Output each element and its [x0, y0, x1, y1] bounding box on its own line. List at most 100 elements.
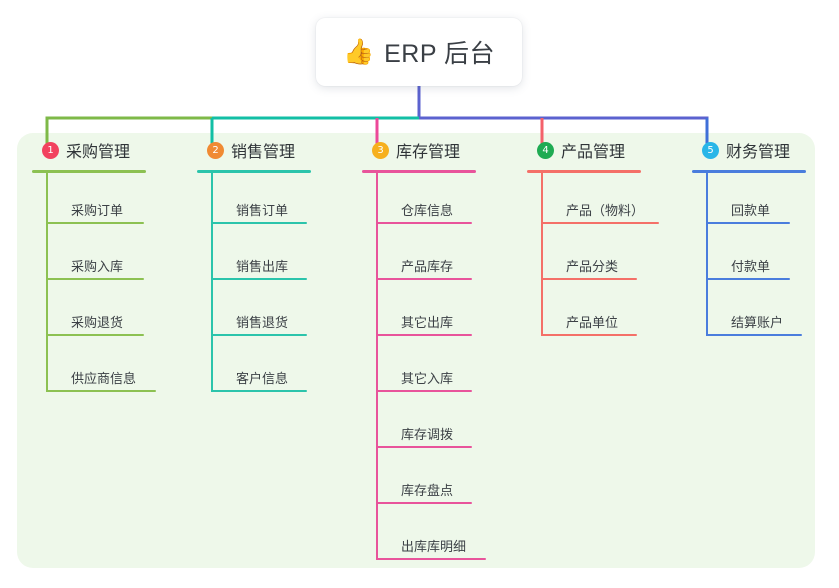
- branch-items-1: 采购订单采购入库采购退货供应商信息: [32, 173, 156, 397]
- branch-item-underline: [376, 222, 472, 224]
- branch-item-label: 客户信息: [236, 371, 289, 386]
- branch-column-3: 3 库存管理仓库信息产品库存其它出库其它入库库存调拨库存盘点出库库明细: [362, 133, 486, 565]
- branch-item-underline: [211, 390, 307, 392]
- branch-item-label: 仓库信息: [401, 203, 454, 218]
- branch-title-5: 财务管理: [726, 144, 791, 161]
- branch-item[interactable]: 其它出库: [376, 285, 476, 341]
- branch-item[interactable]: 库存盘点: [376, 453, 476, 509]
- branch-item[interactable]: 其它入库: [376, 341, 476, 397]
- branch-item-underline: [46, 390, 156, 392]
- branch-item-label: 销售出库: [236, 259, 289, 274]
- branch-item-label: 产品单位: [566, 315, 619, 330]
- branch-underline-1: [32, 170, 146, 173]
- branch-item[interactable]: 付款单: [706, 229, 806, 285]
- branch-underline-5: [692, 170, 806, 173]
- branch-item-underline: [706, 334, 802, 336]
- branch-item-label: 采购退货: [71, 315, 124, 330]
- branch-column-1: 1 采购管理采购订单采购入库采购退货供应商信息: [32, 133, 156, 397]
- branch-item-underline: [376, 390, 472, 392]
- branch-trunk-4: [541, 173, 543, 336]
- branch-item-label: 采购订单: [71, 203, 124, 218]
- branch-underline-4: [527, 170, 641, 173]
- branch-item-label: 结算账户: [731, 315, 784, 330]
- root-node[interactable]: 👍 ERP 后台: [316, 18, 522, 86]
- branch-item-underline: [46, 278, 144, 280]
- branch-trunk-5: [706, 173, 708, 336]
- branch-item-label: 库存盘点: [401, 483, 454, 498]
- branch-title-2: 销售管理: [231, 144, 296, 161]
- branch-item-underline: [376, 278, 472, 280]
- branch-badge-3: 3: [372, 141, 389, 159]
- branch-item-label: 产品（物料）: [566, 203, 645, 218]
- branch-item[interactable]: 采购入库: [46, 229, 146, 285]
- branch-item[interactable]: 产品分类: [541, 229, 641, 285]
- branch-item[interactable]: 结算账户: [706, 285, 806, 341]
- branch-underline-3: [362, 170, 476, 173]
- branch-item-underline: [376, 334, 472, 336]
- branch-title-4: 产品管理: [561, 144, 626, 161]
- branch-item-label: 付款单: [731, 259, 771, 274]
- branch-header-5[interactable]: 5 财务管理: [692, 133, 806, 167]
- branch-header-1[interactable]: 1 采购管理: [32, 133, 146, 167]
- branch-item-underline: [706, 222, 790, 224]
- branch-item-label: 销售订单: [236, 203, 289, 218]
- branch-item[interactable]: 客户信息: [211, 341, 311, 397]
- branch-header-3[interactable]: 3 库存管理: [362, 133, 476, 167]
- branch-item-label: 销售退货: [236, 315, 289, 330]
- branch-item-underline: [541, 278, 637, 280]
- branch-item[interactable]: 产品（物料）: [541, 173, 659, 229]
- branch-underline-2: [197, 170, 311, 173]
- branch-item-underline: [376, 558, 486, 560]
- branch-item[interactable]: 销售订单: [211, 173, 311, 229]
- thumbs-up-icon: 👍: [342, 37, 375, 66]
- branch-item[interactable]: 出库库明细: [376, 509, 486, 565]
- background-panel: [17, 133, 815, 568]
- branch-item-underline: [376, 446, 472, 448]
- branch-item-label: 其它出库: [401, 315, 454, 330]
- branch-item-underline: [541, 334, 637, 336]
- branch-item-label: 供应商信息: [71, 371, 137, 386]
- branch-columns: 1 采购管理采购订单采购入库采购退货供应商信息 2 销售管理销售订单销售出库销售退货客…: [0, 133, 839, 568]
- branch-badge-2: 2: [207, 141, 224, 159]
- branch-column-4: 4 产品管理产品（物料） 产品分类产品单位: [527, 133, 659, 341]
- branch-item[interactable]: 采购退货: [46, 285, 146, 341]
- branch-item-label: 产品库存: [401, 259, 454, 274]
- branch-item[interactable]: 仓库信息: [376, 173, 476, 229]
- branch-item-label: 回款单: [731, 203, 771, 218]
- branch-items-3: 仓库信息产品库存其它出库其它入库库存调拨库存盘点出库库明细: [362, 173, 486, 565]
- branch-item[interactable]: 供应商信息: [46, 341, 156, 397]
- branch-item-label: 出库库明细: [401, 539, 467, 554]
- branch-item[interactable]: 产品库存: [376, 229, 476, 285]
- branch-header-2[interactable]: 2 销售管理: [197, 133, 311, 167]
- branch-title-3: 库存管理: [396, 144, 461, 161]
- branch-badge-4: 4: [537, 141, 554, 159]
- branch-badge-1: 1: [42, 141, 59, 159]
- branch-trunk-2: [211, 173, 213, 392]
- branch-item-label: 库存调拨: [401, 427, 454, 442]
- branch-item-label: 产品分类: [566, 259, 619, 274]
- branch-item[interactable]: 库存调拨: [376, 397, 476, 453]
- branch-item[interactable]: 产品单位: [541, 285, 641, 341]
- branch-item[interactable]: 销售出库: [211, 229, 311, 285]
- branch-trunk-1: [46, 173, 48, 392]
- branch-items-2: 销售订单销售出库销售退货客户信息: [197, 173, 311, 397]
- branch-item[interactable]: 销售退货: [211, 285, 311, 341]
- branch-item-underline: [46, 222, 144, 224]
- root-title: ERP 后台: [384, 40, 496, 68]
- branch-item-underline: [376, 502, 472, 504]
- branch-item-label: 采购入库: [71, 259, 124, 274]
- branch-header-4[interactable]: 4 产品管理: [527, 133, 641, 167]
- branch-title-1: 采购管理: [66, 144, 131, 161]
- branch-item-underline: [706, 278, 790, 280]
- branch-item-underline: [541, 222, 659, 224]
- branch-badge-5: 5: [702, 141, 719, 159]
- branch-column-2: 2 销售管理销售订单销售出库销售退货客户信息: [197, 133, 311, 397]
- branch-item[interactable]: 采购订单: [46, 173, 146, 229]
- branch-items-4: 产品（物料） 产品分类产品单位: [527, 173, 659, 341]
- branch-item[interactable]: 回款单: [706, 173, 806, 229]
- branch-trunk-3: [376, 173, 378, 560]
- branch-item-underline: [211, 334, 307, 336]
- branch-item-underline: [211, 222, 307, 224]
- branch-item-underline: [211, 278, 307, 280]
